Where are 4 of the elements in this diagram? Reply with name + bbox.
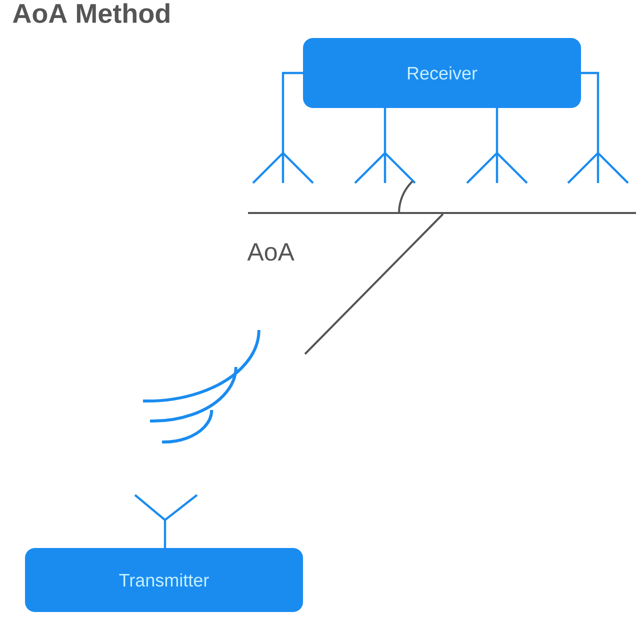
angle-label: AoA [247,243,294,261]
title: AoA Method [12,3,170,24]
receiver-box: Receiver [303,38,581,108]
transmitter-box: Transmitter [25,548,303,612]
